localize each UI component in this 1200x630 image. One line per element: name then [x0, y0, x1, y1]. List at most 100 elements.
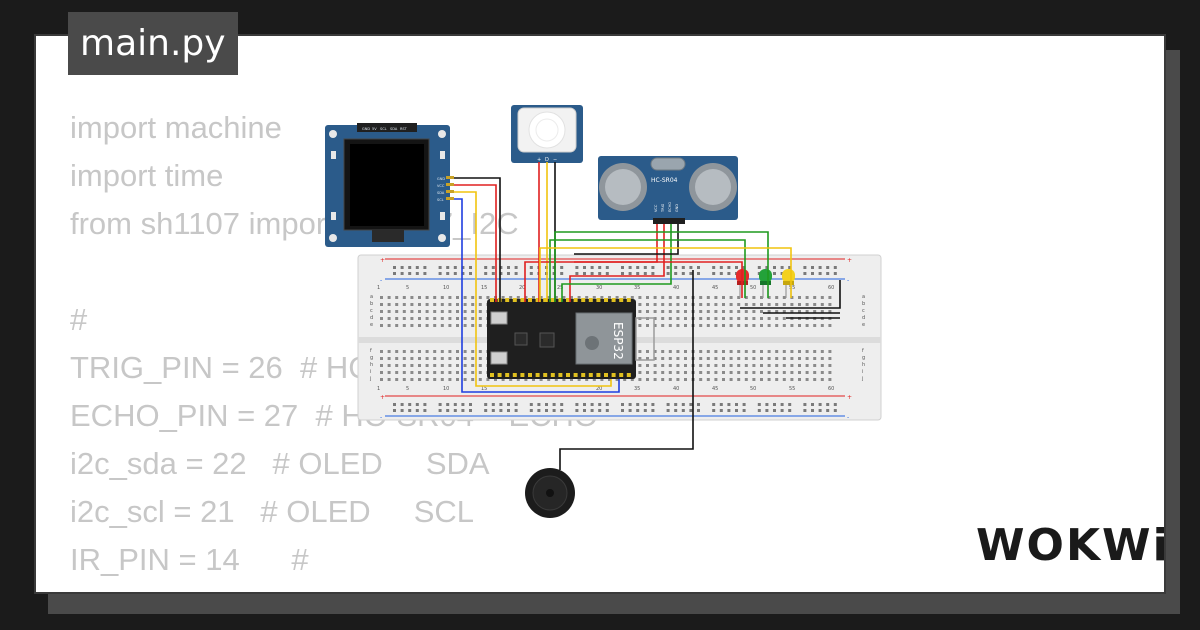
- breadboard-hole: [780, 272, 784, 275]
- breadboard-hole: [719, 403, 723, 406]
- row-letter: h: [370, 362, 373, 368]
- breadboard-hole: [402, 303, 406, 306]
- breadboard-hole: [813, 324, 817, 327]
- breadboard-hole: [446, 266, 450, 269]
- breadboard-hole: [408, 272, 412, 275]
- breadboard-hole: [820, 371, 824, 374]
- esp32-header-pin: [528, 373, 532, 377]
- breadboard-hole: [798, 371, 801, 374]
- file-tab[interactable]: main.py: [68, 12, 238, 75]
- breadboard-hole: [440, 371, 444, 374]
- breadboard-hole: [775, 296, 779, 299]
- row-letter: d: [370, 315, 373, 321]
- pir-sensor[interactable]: + D −: [511, 105, 583, 163]
- breadboard-hole: [402, 324, 406, 327]
- breadboard-hole: [605, 272, 609, 275]
- breadboard-hole: [514, 403, 518, 406]
- breadboard-hole: [418, 357, 421, 360]
- row-letter: f: [370, 348, 372, 354]
- breadboard-hole: [630, 296, 634, 299]
- breadboard-hole: [545, 409, 548, 412]
- svg-text:+: +: [380, 257, 385, 264]
- breadboard-hole: [380, 303, 383, 306]
- breadboard-hole: [790, 350, 794, 353]
- breadboard-hole: [410, 350, 414, 353]
- breadboard-hole: [684, 296, 687, 299]
- breadboard-hole: [653, 357, 657, 360]
- breadboard-hole: [418, 350, 421, 353]
- buzzer[interactable]: [525, 468, 575, 518]
- breadboard-hole: [729, 364, 733, 367]
- breadboard-hole: [433, 364, 437, 367]
- breadboard-hole: [529, 409, 533, 412]
- breadboard-hole: [471, 350, 475, 353]
- breadboard-hole: [415, 403, 419, 406]
- breadboard-hole: [446, 272, 450, 275]
- breadboard-hole: [714, 371, 718, 374]
- breadboard-hole: [552, 403, 556, 406]
- esp32-header-pin: [604, 373, 608, 377]
- breadboard-hole: [651, 266, 655, 269]
- breadboard-hole: [661, 364, 665, 367]
- breadboard-hole: [395, 357, 399, 360]
- breadboard-hole: [440, 310, 444, 313]
- breadboard-hole: [780, 266, 784, 269]
- esp32-header-pin: [550, 373, 555, 377]
- col-number: 55: [789, 285, 795, 291]
- breadboard-hole: [453, 403, 457, 406]
- breadboard-hole: [676, 310, 680, 313]
- col-number: 30: [596, 285, 602, 291]
- breadboard-hole: [440, 357, 444, 360]
- svg-text:-: -: [380, 277, 382, 284]
- breadboard-hole: [744, 310, 748, 313]
- breadboard-hole: [484, 409, 488, 412]
- breadboard-hole: [790, 364, 794, 367]
- breadboard-hole: [514, 272, 518, 275]
- breadboard-hole: [684, 350, 687, 353]
- breadboard-hole: [448, 378, 452, 381]
- breadboard-hole: [714, 364, 718, 367]
- breadboard-hole: [598, 266, 602, 269]
- breadboard-hole: [661, 303, 665, 306]
- breadboard-hole: [646, 324, 649, 327]
- breadboard-hole: [818, 272, 822, 275]
- esp32-board[interactable]: ESP32: [487, 298, 655, 379]
- ultrasonic-sensor[interactable]: HC-SR04 VCC TRIG ECHO GND: [598, 156, 738, 224]
- breadboard-hole: [782, 350, 786, 353]
- breadboard-hole: [402, 378, 406, 381]
- breadboard-hole: [666, 272, 670, 275]
- breadboard-hole: [484, 266, 488, 269]
- breadboard-hole: [813, 303, 817, 306]
- breadboard-hole: [722, 310, 725, 313]
- breadboard-hole: [433, 310, 437, 313]
- breadboard-hole: [478, 296, 482, 299]
- breadboard-hole: [471, 357, 475, 360]
- breadboard-hole: [803, 409, 807, 412]
- code-line: IR_PIN = 14 #: [70, 542, 309, 577]
- breadboard-hole: [760, 317, 763, 320]
- esp32-header-pin: [512, 373, 517, 377]
- oled-display[interactable]: GND 5V SCL SDA RST GND VCC SDA SCL: [325, 123, 454, 247]
- breadboard-hole: [676, 317, 680, 320]
- breadboard-hole: [646, 303, 649, 306]
- breadboard-hole: [737, 317, 741, 320]
- breadboard-hole: [486, 378, 490, 381]
- breadboard-hole: [674, 266, 678, 269]
- esp32-header-pin: [528, 298, 532, 302]
- breadboard-hole: [714, 296, 718, 299]
- breadboard-hole: [651, 272, 655, 275]
- row-letter: g: [862, 355, 865, 361]
- breadboard-hole: [628, 403, 632, 406]
- breadboard-hole: [499, 266, 503, 269]
- oled-header-pin-label: SDA: [390, 127, 398, 131]
- breadboard-hole: [400, 409, 404, 412]
- breadboard-hole: [689, 272, 693, 275]
- code-line: #: [70, 302, 88, 337]
- oled-header-pin-label: 5V: [372, 127, 377, 131]
- breadboard-hole: [782, 310, 786, 313]
- breadboard-hole: [387, 324, 391, 327]
- code-line: import machine: [70, 110, 282, 145]
- pir-pin-label: D: [545, 157, 549, 163]
- breadboard-hole: [722, 364, 725, 367]
- breadboard-hole: [395, 296, 399, 299]
